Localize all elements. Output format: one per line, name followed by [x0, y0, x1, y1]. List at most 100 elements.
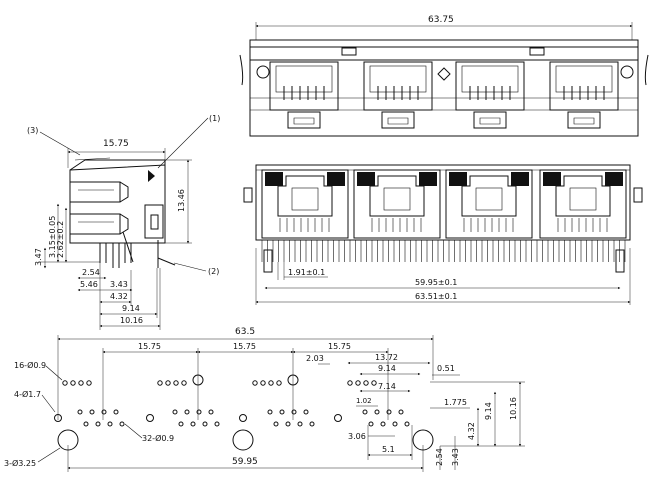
signal-hole [386, 409, 392, 415]
led-hole [165, 380, 171, 386]
front-port-4 [539, 169, 627, 239]
callout-3: (3) [27, 126, 38, 135]
signal-hole [83, 421, 89, 427]
pcb-dim-1372: 13.72 [375, 353, 398, 362]
signal-hole [208, 409, 214, 415]
led-right [605, 172, 623, 186]
signal-hole [107, 421, 113, 427]
signal-hole [77, 409, 83, 415]
led-hole [86, 380, 92, 386]
callout-2: (2) [208, 267, 219, 276]
front-view: 1.91±0.1 59.95±0.1 63.51±0.1 [243, 164, 643, 305]
signal-hole [291, 409, 297, 415]
top-port-4 [549, 61, 619, 129]
pcb-pitch-2: 15.75 [233, 342, 256, 351]
signal-hole [285, 421, 291, 427]
led-right [327, 172, 345, 186]
signal-hole [273, 421, 279, 427]
pcb-pitch-3: 15.75 [328, 342, 351, 351]
signal-hole [214, 421, 220, 427]
mount-hole [232, 429, 254, 451]
signal-hole [404, 421, 410, 427]
signal-hole [398, 409, 404, 415]
pcb-dim-914v: 9.14 [484, 402, 493, 420]
alignment-hole [334, 414, 342, 422]
alignment-hole [54, 414, 62, 422]
led-left [265, 172, 283, 186]
top-view: 63.75 [239, 15, 649, 137]
led-right [419, 172, 437, 186]
side-dim-262: 2.62±0.2 [56, 221, 65, 258]
led-hole [62, 380, 68, 386]
top-length-dim: 63.75 [428, 15, 454, 25]
top-port-2 [363, 61, 433, 129]
led-hole [252, 380, 258, 386]
pcb-dim-432v: 4.32 [467, 422, 476, 440]
pcb-overall-dim: 63.5 [235, 327, 255, 337]
side-dim-1016: 10.16 [120, 316, 143, 325]
signal-hole [196, 409, 202, 415]
signal-hole [362, 409, 368, 415]
led-hole [78, 380, 84, 386]
pcb-dim-306: 3.06 [348, 432, 366, 441]
front-post-right [615, 249, 625, 273]
led-hole [181, 380, 187, 386]
signal-hole [89, 409, 95, 415]
signal-hole [392, 421, 398, 427]
side-dim-343: 3.43 [110, 280, 128, 289]
signal-hole [184, 409, 190, 415]
front-port-3 [445, 169, 533, 239]
signal-hole [297, 421, 303, 427]
signal-hole [190, 421, 196, 427]
mount-hole [57, 429, 79, 451]
front-port-1 [261, 169, 349, 239]
led-hole [276, 380, 282, 386]
pcb-dim-1775: 1.775 [444, 398, 467, 407]
led-left [449, 172, 467, 186]
side-dim-432: 4.32 [110, 292, 128, 301]
led-right [511, 172, 529, 186]
led-hole [157, 380, 163, 386]
signal-hole [267, 409, 273, 415]
signal-hole [374, 409, 380, 415]
led-hole [363, 380, 369, 386]
led-hole [347, 380, 353, 386]
pcb-layout: 63.5 15.75 15.75 15.75 2.03 13.72 9.14 0… [4, 327, 525, 472]
led-hole [173, 380, 179, 386]
pcb-pitch-1: 15.75 [138, 342, 161, 351]
pcb-dim-914: 9.14 [378, 364, 396, 373]
front-pitch-dim: 1.91±0.1 [288, 268, 325, 277]
signal-hole [95, 421, 101, 427]
pcb-dim-1016v: 10.16 [509, 397, 518, 420]
pcb-dim-51: 5.1 [382, 445, 395, 454]
note-3-holes: 3-Ø3.25 [4, 458, 36, 468]
side-dim-254: 2.54 [82, 268, 100, 277]
signal-hole [178, 421, 184, 427]
led-hole [70, 380, 76, 386]
led-hole [260, 380, 266, 386]
top-port-1 [269, 61, 339, 129]
mount-hole [412, 429, 434, 451]
pcb-dim-254: 2.54 [435, 448, 444, 466]
front-post-left [263, 249, 273, 273]
callout-1: (1) [209, 114, 220, 123]
pcb-dim-343: 3.43 [451, 448, 460, 466]
front-port-2 [353, 169, 441, 239]
signal-hole [202, 421, 208, 427]
side-dim-914: 9.14 [122, 304, 140, 313]
side-width-dim: 15.75 [103, 139, 129, 149]
pcb-dim-102: 1.02 [356, 397, 372, 405]
note-4-holes: 4-Ø1.7 [14, 389, 41, 399]
signal-hole [101, 409, 107, 415]
pcb-dim-714: 7.14 [378, 382, 396, 391]
peg-hole [192, 374, 204, 386]
signal-hole [113, 409, 119, 415]
peg-hole [287, 374, 299, 386]
front-span-dim: 59.95±0.1 [415, 278, 457, 287]
led-hole [355, 380, 361, 386]
signal-hole [380, 421, 386, 427]
front-overall-dim: 63.51±0.1 [415, 292, 457, 301]
side-height-dim: 13.46 [177, 189, 186, 212]
top-port-3 [455, 61, 525, 129]
